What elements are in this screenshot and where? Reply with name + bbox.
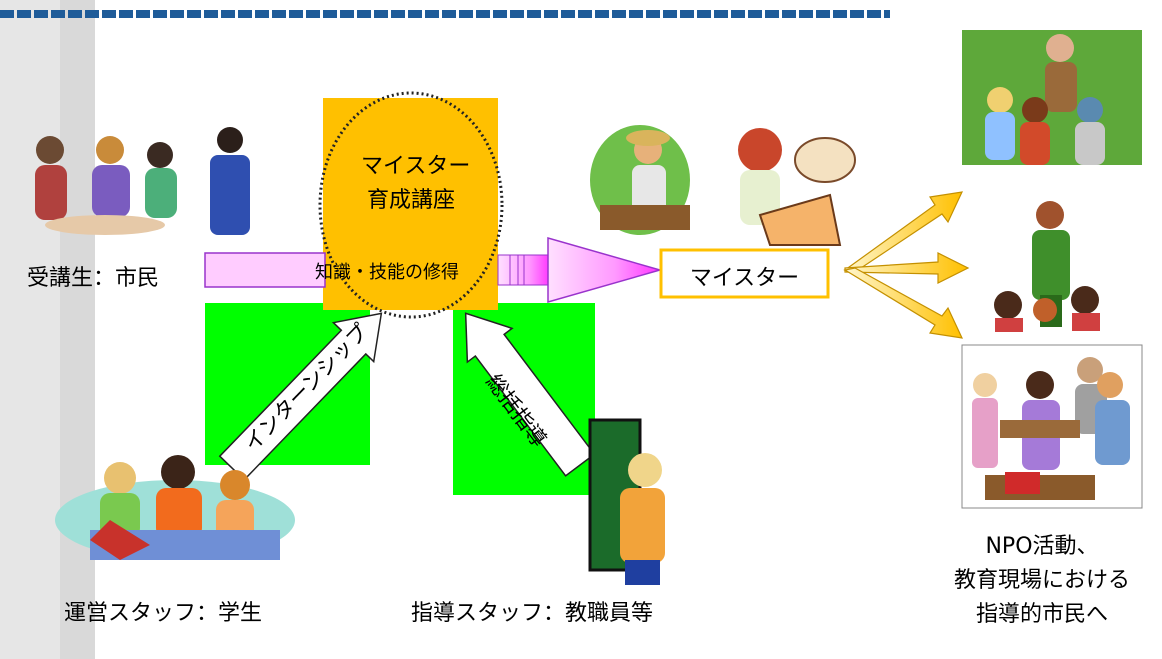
meister-label: マイスター — [689, 266, 800, 291]
teaching-staff-label: 指導スタッフ：教職員等 — [411, 601, 654, 626]
outcome-line1: NPO活動、 — [985, 534, 1099, 559]
supervision-arrow — [464, 312, 596, 477]
course-title-line1: マイスター — [361, 154, 471, 179]
students-label: 受講生：市民 — [27, 266, 160, 291]
ops-staff-label: 運営スタッフ：学生 — [64, 601, 263, 626]
main-arrow-label: 知識・技能の修得 — [315, 262, 459, 283]
course-box — [323, 98, 498, 310]
ops-staff-clipart — [55, 455, 295, 560]
meister-clipart — [590, 125, 856, 246]
fan-arrows — [843, 191, 970, 339]
main-arrow — [204, 237, 663, 303]
internship-arrow — [218, 312, 383, 481]
meeting-clipart — [961, 344, 1143, 509]
outcome-line2: 教育現場における — [953, 568, 1130, 593]
lecture-clipart — [994, 201, 1100, 332]
students-clipart — [35, 127, 250, 235]
course-title-line2: 育成講座 — [366, 188, 455, 213]
meister-box — [659, 248, 830, 299]
outcome-line3: 指導的市民へ — [975, 602, 1108, 627]
course-ellipse — [318, 91, 504, 319]
teacher-clipart — [588, 418, 665, 585]
outdoor-clipart — [962, 30, 1142, 165]
sidebar-stripe-light — [60, 0, 95, 659]
